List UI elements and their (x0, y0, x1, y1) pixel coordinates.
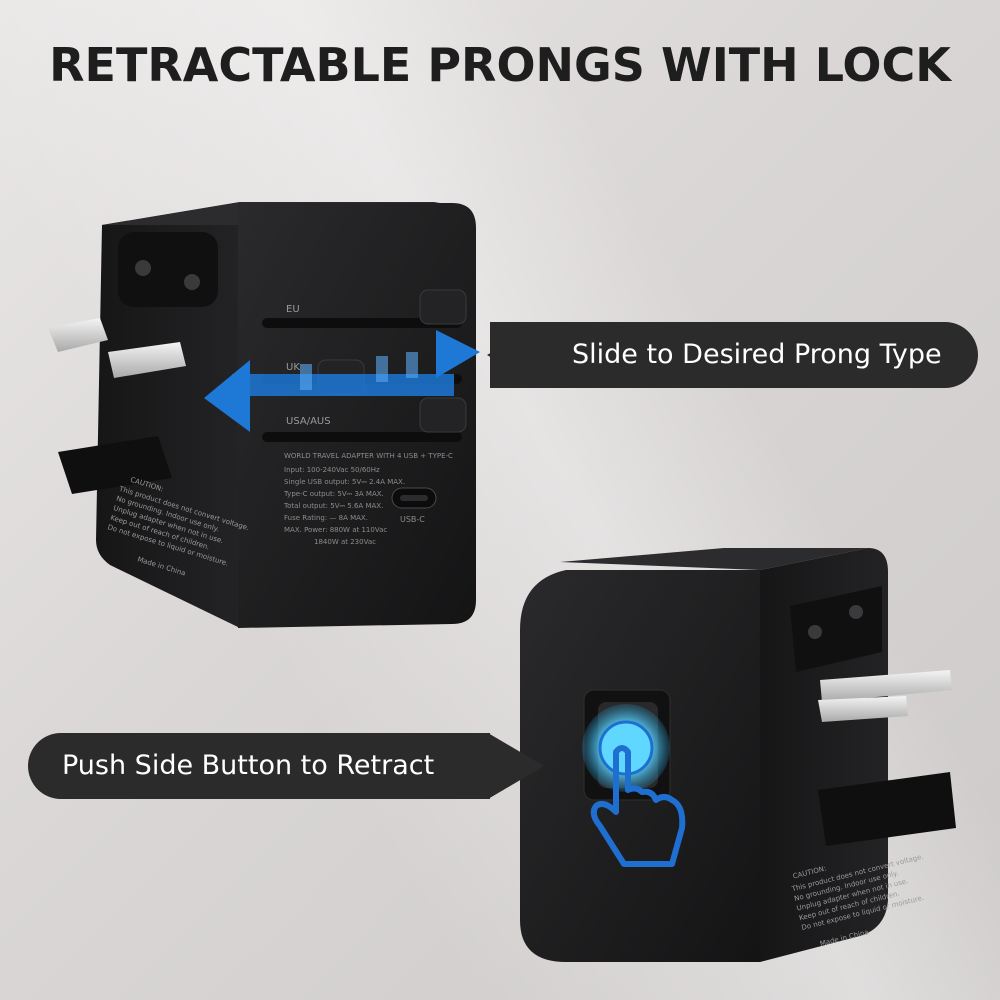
double-arrow-icon (204, 330, 480, 432)
slider-knob-usa[interactable] (419, 397, 467, 433)
spec-line: Input: 100-240Vac 50/60Hz (284, 466, 380, 474)
eu-socket-plate (118, 232, 218, 307)
adapter-top-front-face (238, 203, 476, 628)
spec-line: Total output: 5V⎓ 5.6A MAX. (283, 502, 383, 510)
spec-line: 1840W at 230Vac (314, 538, 376, 546)
adapter-bottom-top-face (560, 548, 868, 570)
spec-line: MAX. Power: 880W at 110Vac (284, 526, 387, 534)
spec-line: Fuse Rating: — 8A MAX. (284, 514, 368, 522)
spec-title: WORLD TRAVEL ADAPTER WITH 4 USB + TYPE-C (284, 452, 453, 460)
eu-hole-left-bottom (808, 625, 822, 639)
adapter-top-side-face (96, 202, 240, 628)
slider-knob-eu[interactable] (419, 289, 467, 325)
spec-line: Type-C output: 5V⎓ 3A MAX. (283, 490, 384, 498)
eu-hole-left (135, 260, 151, 276)
track-usa (262, 432, 462, 442)
usb-c-label: USB-C (400, 515, 425, 524)
usb-c-port-tongue (400, 495, 428, 501)
eu-hole-right (184, 274, 200, 290)
headline: RETRACTABLE PRONGS WITH LOCK (49, 38, 951, 92)
callout-arrow-right (488, 733, 544, 799)
track-eu (262, 318, 462, 328)
adapter-bottom: CAUTION: This product does not convert v… (520, 548, 956, 962)
spec-lines: Input: 100-240Vac 50/60Hz Single USB out… (283, 466, 405, 546)
uk-prong-middle (108, 342, 186, 378)
uk-prong-top (48, 318, 108, 352)
slider-label-uk: UK (286, 362, 300, 373)
callout-slide: Slide to Desired Prong Type (490, 322, 978, 388)
uk-prong-middle-bottom (818, 696, 908, 722)
uk-prong-earth (58, 436, 172, 494)
slider-label-usa: USA/AUS (286, 416, 331, 427)
eu-hole-right-bottom (849, 605, 863, 619)
uk-prong-earth-bottom (818, 772, 956, 846)
pointing-hand-icon (590, 745, 686, 867)
spec-line: Single USB output: 5V⎓ 2.4A MAX. (284, 478, 405, 486)
uk-prong-top-bottom (820, 670, 952, 702)
adapter-top: EU UK USA/AUS WORLD TRAVEL ADAPTER WITH … (48, 202, 480, 628)
slider-label-eu: EU (286, 304, 300, 315)
callout-push: Push Side Button to Retract (28, 733, 490, 799)
